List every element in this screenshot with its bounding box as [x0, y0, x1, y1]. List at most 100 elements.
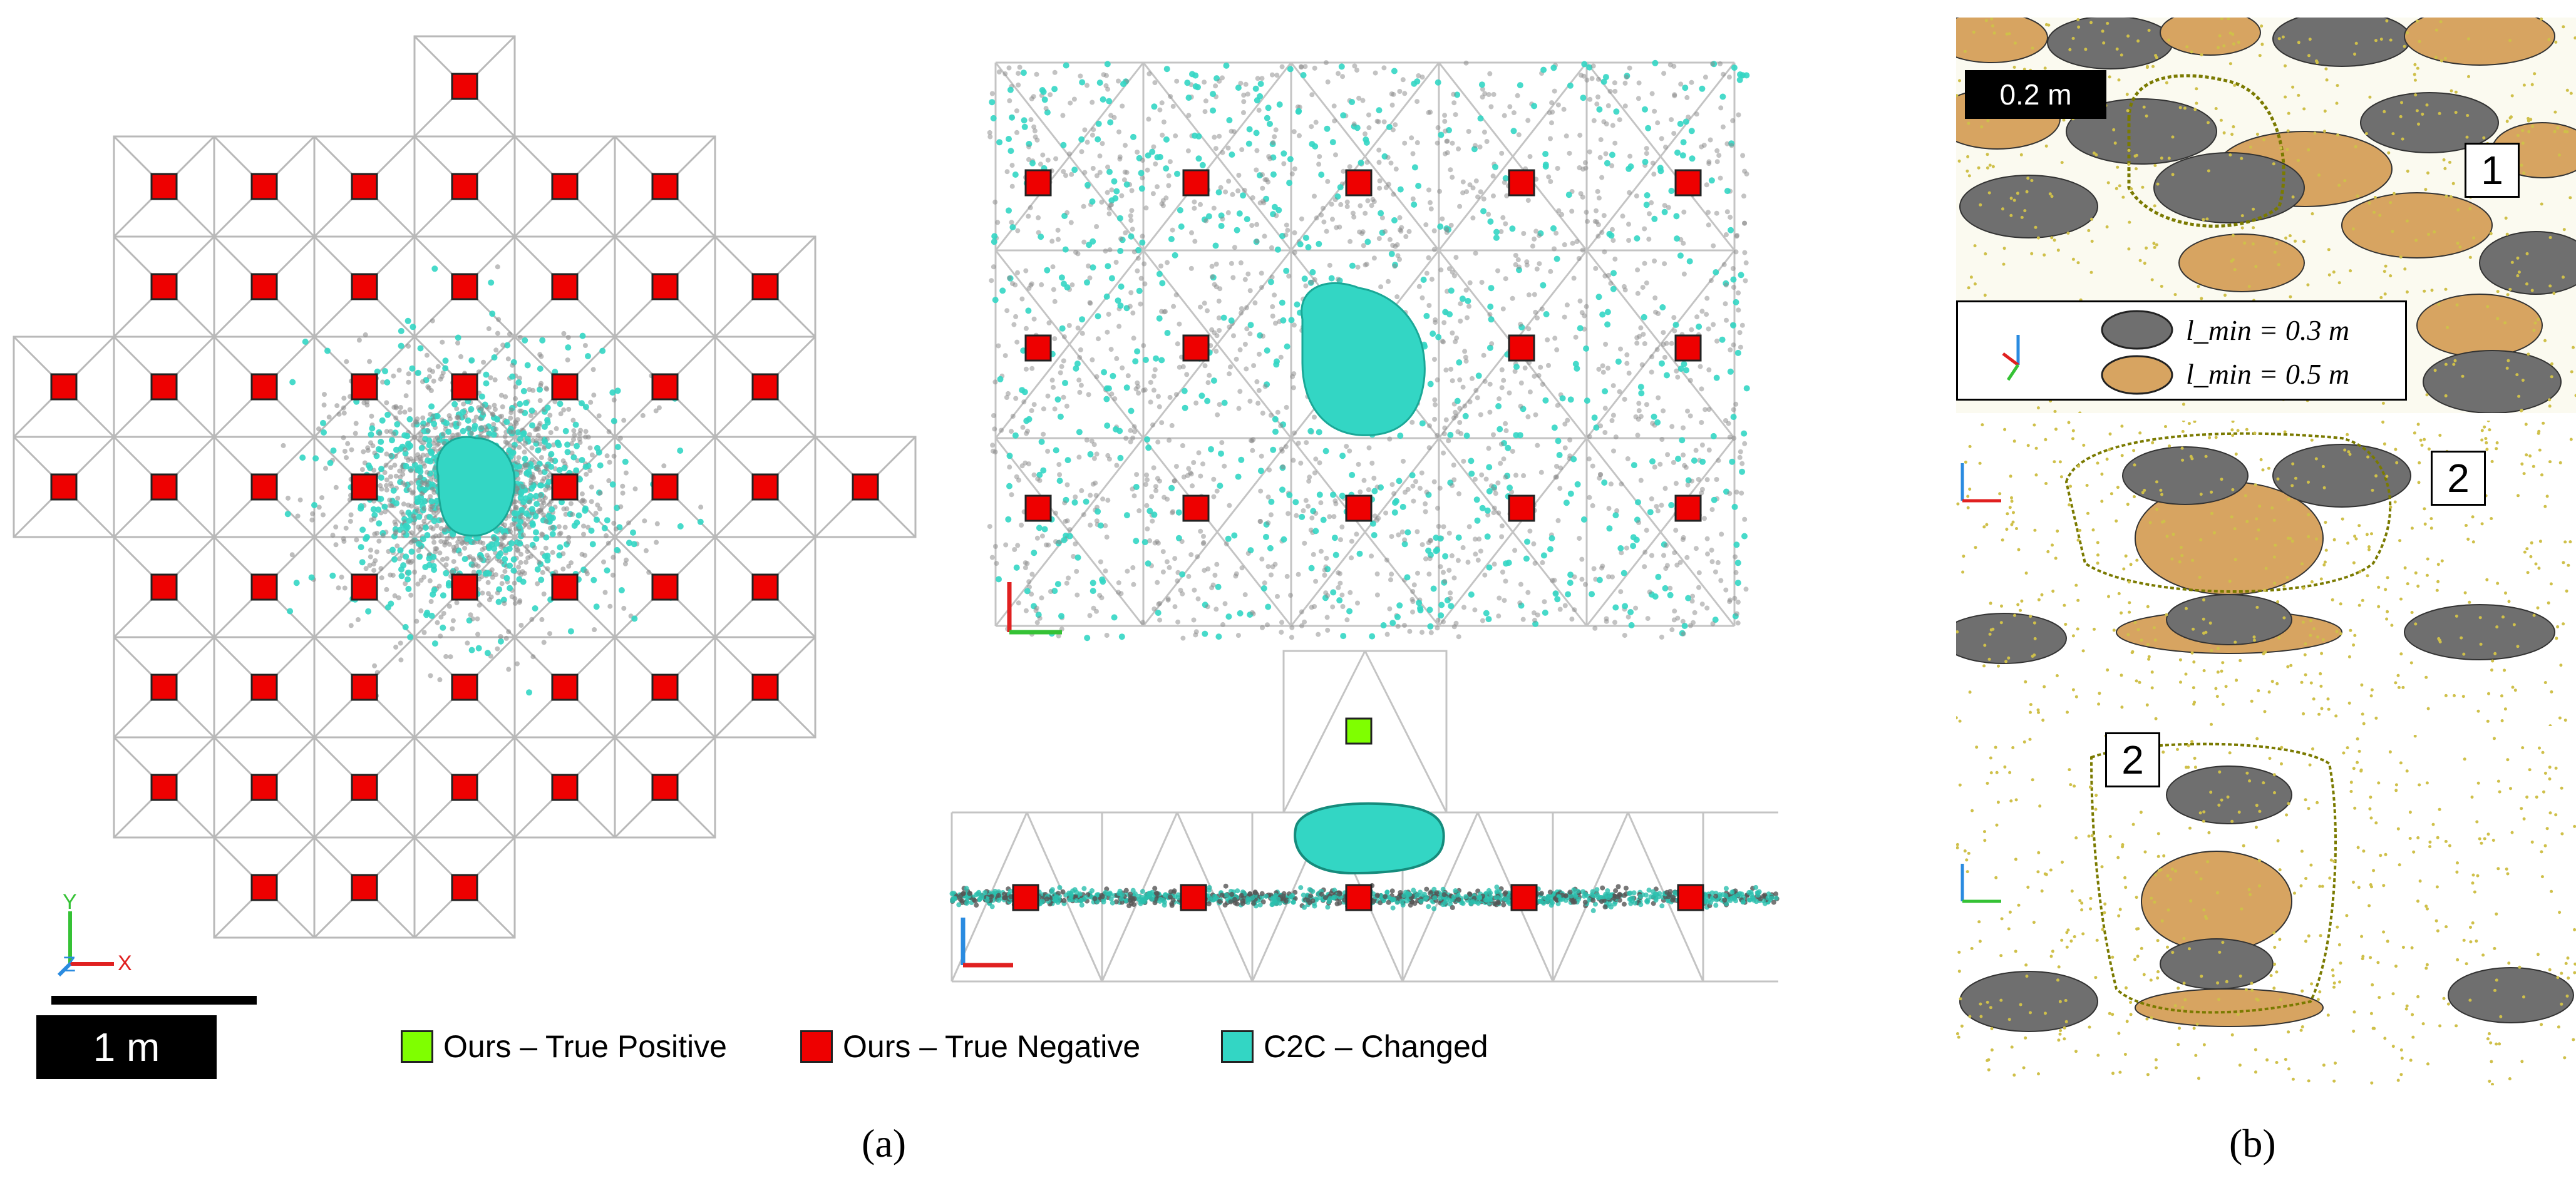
point [1486, 446, 1492, 451]
point [1068, 100, 1073, 106]
point [1053, 447, 1059, 454]
point [484, 427, 490, 433]
point [1091, 456, 1097, 461]
point [549, 506, 555, 513]
point [495, 330, 500, 336]
point [1175, 578, 1180, 584]
point [1521, 231, 1527, 236]
point [1586, 456, 1592, 462]
point [1710, 433, 1717, 439]
point [1590, 503, 1595, 508]
point [544, 386, 549, 391]
point [1167, 159, 1173, 165]
point [1105, 329, 1110, 335]
point [1246, 126, 1253, 133]
point [1608, 280, 1614, 286]
point [1040, 88, 1047, 95]
point [426, 437, 433, 444]
point [1706, 448, 1712, 453]
point [1476, 536, 1482, 542]
point [550, 515, 556, 521]
point [1216, 299, 1222, 304]
point [1322, 448, 1329, 454]
point [1531, 541, 1537, 546]
point [383, 509, 388, 515]
point [1649, 354, 1655, 359]
point [1090, 100, 1095, 105]
point [1015, 543, 1021, 548]
point [569, 560, 574, 566]
point [491, 536, 497, 541]
point [1058, 613, 1064, 620]
point [1532, 236, 1537, 242]
point [557, 544, 564, 551]
marker-true-negative [250, 874, 278, 901]
point [1671, 617, 1677, 623]
point [416, 513, 423, 520]
point [1650, 421, 1656, 426]
point [535, 466, 540, 472]
point [1274, 73, 1280, 78]
point [1460, 545, 1466, 550]
point [517, 408, 523, 414]
point [498, 392, 504, 398]
top-view-markers [50, 73, 879, 901]
point [316, 426, 321, 432]
point [1173, 392, 1179, 397]
point [507, 331, 512, 337]
point [565, 335, 571, 340]
point [607, 603, 613, 609]
point [1275, 593, 1280, 599]
point [397, 468, 403, 474]
point [398, 474, 403, 480]
point [341, 410, 347, 416]
point [1358, 160, 1364, 166]
point [356, 337, 362, 343]
point [1414, 99, 1420, 105]
marker-true-negative [150, 573, 178, 601]
point [1532, 617, 1537, 623]
point [397, 409, 403, 415]
marker-true-negative [551, 673, 579, 701]
point [1733, 554, 1738, 560]
point [401, 530, 406, 535]
point [1040, 467, 1047, 474]
point [382, 368, 388, 374]
point [1283, 444, 1289, 449]
point [989, 278, 994, 284]
point [1034, 620, 1040, 625]
point [1486, 564, 1493, 571]
point [503, 419, 510, 426]
point [1465, 315, 1470, 320]
point [475, 645, 482, 652]
point [411, 538, 417, 543]
point [1619, 550, 1624, 556]
point [393, 446, 399, 453]
point [1210, 91, 1217, 98]
point [1496, 510, 1502, 516]
point [500, 342, 506, 348]
grid-diagonal [994, 250, 1145, 439]
point [1549, 120, 1554, 126]
point [368, 547, 373, 553]
point [698, 504, 704, 510]
point [562, 428, 569, 434]
point [1002, 353, 1008, 359]
point [1185, 95, 1192, 101]
point [1487, 304, 1494, 310]
point [384, 400, 389, 406]
point [378, 483, 383, 488]
point [1253, 130, 1260, 136]
point [416, 553, 423, 560]
point [428, 498, 435, 505]
point [1465, 297, 1471, 304]
point [443, 420, 450, 427]
point [1456, 491, 1461, 496]
point [1711, 496, 1718, 503]
point [1739, 468, 1746, 475]
point [1524, 262, 1530, 268]
point [1504, 193, 1510, 198]
point [1435, 125, 1441, 130]
point [1577, 298, 1583, 304]
point [1226, 117, 1233, 123]
